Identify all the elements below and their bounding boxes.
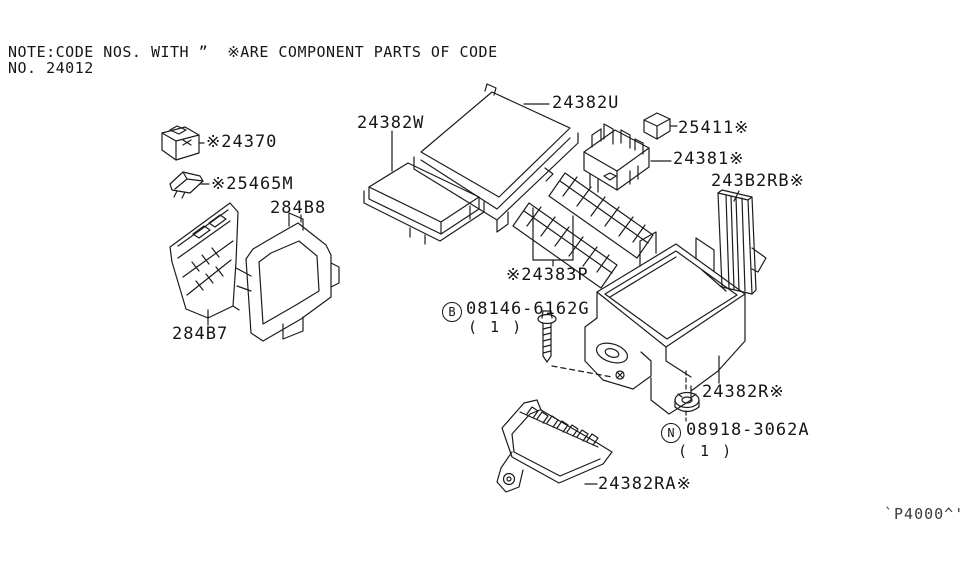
bottom-bracket-24382ra-drawing — [496, 399, 613, 493]
ipdm-unit-284b7-drawing — [169, 202, 240, 319]
component-note-line2: NO. 24012 — [8, 59, 94, 77]
callout-24383p[interactable]: ※24383P — [506, 265, 589, 285]
page-code-watermark: `P4000^' — [884, 505, 965, 523]
nut-letter-badge: N — [661, 423, 681, 443]
callout-24370[interactable]: ※24370 — [206, 132, 278, 152]
connector-cube-25411-drawing — [643, 112, 678, 140]
callout-284b7[interactable]: 284B7 — [172, 324, 229, 344]
nut-quantity: ( 1 ) — [678, 442, 734, 460]
cover-24382u-drawing — [413, 83, 579, 233]
bolt-drawing — [537, 310, 557, 363]
relay-box-housing-24382r-drawing — [551, 231, 746, 422]
bracket-284b8-drawing — [235, 212, 340, 342]
relay-24370-drawing — [161, 125, 205, 161]
callout-bolt-part-number[interactable]: 08146-6162G — [466, 299, 590, 319]
side-panel-243b2rb-drawing — [717, 189, 767, 295]
callout-24382w[interactable]: 24382W — [357, 113, 425, 133]
bolt-quantity: ( 1 ) — [468, 318, 524, 336]
callout-24382u[interactable]: 24382U — [552, 93, 620, 113]
callout-nut-part-number[interactable]: 08918-3062A — [686, 420, 810, 440]
nut-drawing — [674, 391, 700, 413]
callout-25411[interactable]: 25411※ — [678, 118, 750, 138]
component-note-line1: NOTE:CODE NOS. WITH ” ※ARE COMPONENT PAR… — [8, 43, 498, 61]
callout-24382r[interactable]: 24382R※ — [702, 382, 785, 402]
bolt-letter-badge: B — [442, 302, 462, 322]
callout-243b2rb[interactable]: 243B2RB※ — [711, 171, 805, 191]
callout-284b8[interactable]: 284B8 — [270, 198, 327, 218]
callout-25465m[interactable]: ※25465M — [211, 174, 294, 194]
fuse-block-24381-drawing — [583, 123, 672, 193]
callout-24382ra[interactable]: 24382RA※ — [598, 474, 692, 494]
fusible-link-strips-24383p-drawing — [512, 172, 654, 289]
leader-lines — [207, 103, 550, 326]
fuse-25465m-drawing — [169, 171, 210, 199]
callout-24381[interactable]: 24381※ — [673, 149, 745, 169]
